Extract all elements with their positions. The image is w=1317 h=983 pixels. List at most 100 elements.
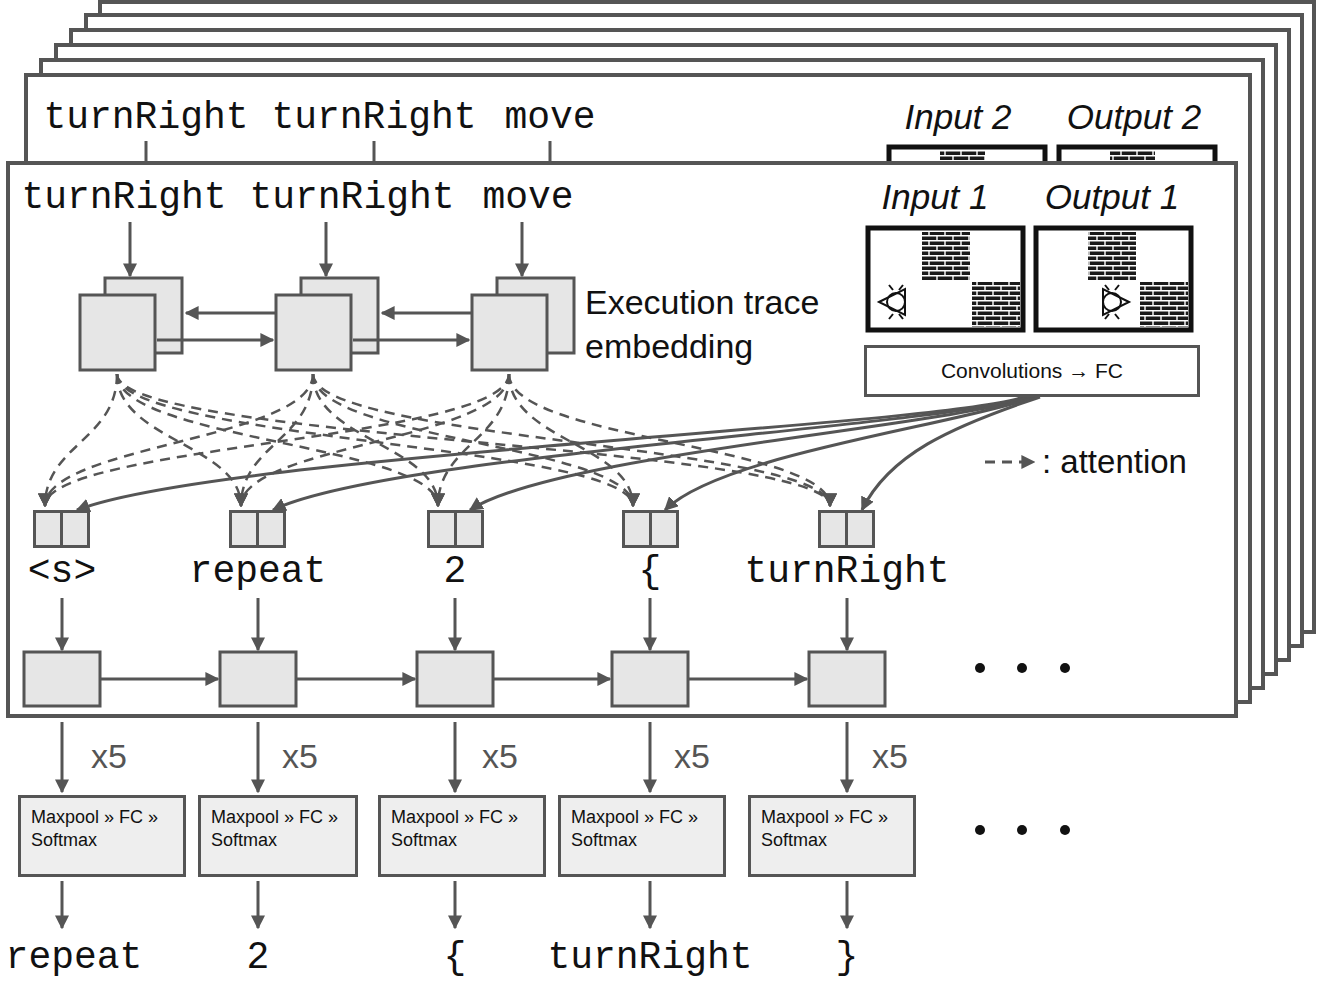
attention-arrows [117,374,830,506]
repeat-count: x5 [282,737,318,776]
code-token: move [482,176,573,220]
decoder-arrows [493,678,610,681]
input-vector [190,510,327,548]
repeat-count: x5 [482,737,518,776]
karel-grids [1088,232,1136,280]
output-head-box: Maxpool » FC » Softmax [748,795,916,877]
output-head-box: Maxpool » FC » Softmax [378,795,546,877]
output-arrows [257,881,260,928]
ellipsis-dots [975,825,985,835]
node-label: Maxpool » FC » Softmax [211,806,345,853]
attention-arrows [313,374,438,506]
forward-lstm-arrows [157,339,469,342]
ellipsis-dots [975,663,1070,835]
vector-cell [649,510,679,548]
decoder-arrows [296,678,415,681]
token-arrows [62,598,847,650]
attention-arrows [438,374,509,506]
karel-grids [1103,289,1129,315]
code-token: turnRight [43,96,248,140]
attention-arrows [241,374,509,506]
karel-grids [972,282,1020,327]
output-head-box: Maxpool » FC » Softmax [558,795,726,877]
karel-grids [1036,228,1191,330]
input-vector [622,510,679,548]
backward-lstm-arrows [186,312,276,315]
example-heading: Input 2 [904,97,1011,137]
pooling-arrows [257,722,260,792]
decoder-lstm-cells [809,652,885,706]
feature-arrow [470,397,1032,510]
node-label: 2 [427,551,484,593]
output-head-box: Maxpool » FC » Softmax [198,795,358,877]
output-arrows [649,881,652,928]
vector-cell [229,510,259,548]
decoder-input: turnRight [744,510,949,593]
token-arrows [61,598,64,650]
input-vector [28,510,96,548]
token-arrows [846,598,849,650]
vector-cell [845,510,875,548]
repeat-count: x5 [91,737,127,776]
input-vector [744,510,949,548]
code-token: { [444,936,467,980]
code-token: turnRight [249,176,454,220]
decoder-lstm-cells [24,652,885,706]
pooling-arrows [454,722,457,792]
forward-lstm-arrows [353,339,469,342]
node-label: Maxpool » FC » Softmax [391,806,533,853]
code-token: repeat [6,936,143,980]
ellipsis-dots [1060,825,1070,835]
decoder-input: 2 [427,510,484,593]
ellipsis-dots [975,663,985,673]
embedding-front-cells [276,295,351,370]
pooling-arrows [649,722,652,792]
karel-grids [1140,282,1188,327]
vector-cell [622,510,652,548]
node-label: Maxpool » FC » Softmax [31,806,173,853]
feature-arrow [665,397,1036,510]
node-label: <s> [28,551,96,593]
code-token: turnRight [21,176,226,220]
pooling-arrows [62,722,847,792]
decoder-input: repeat [190,510,327,593]
vector-cell [818,510,848,548]
legend-text: : attention [1042,443,1187,481]
node-label: Convolutions → FC [941,359,1123,383]
output-head-box: Maxpool » FC » Softmax [18,795,186,877]
node-label: Maxpool » FC » Softmax [761,806,903,853]
karel-grids [868,228,1191,330]
decoder-arrows [100,678,218,681]
decoder-arrows [688,678,807,681]
trace-arrows [130,222,522,276]
attention-arrows [117,374,438,506]
attention-arrows [45,374,509,506]
forward-lstm-arrows [157,339,273,342]
encoder-box: Convolutions → FC [864,345,1200,397]
trace-arrows [521,222,524,276]
example-heading: Output 1 [1045,177,1179,217]
output-arrows [61,881,64,928]
karel-grids [922,232,970,280]
embedding-front-cells [472,295,547,370]
embedding-front-cells [80,295,155,370]
decoder-lstm-cells [612,652,688,706]
repeat-count: x5 [872,737,908,776]
vector-cell [427,510,457,548]
decoder-input: { [622,510,679,593]
example-heading: Output 2 [1067,97,1201,137]
karel-grids [1105,285,1119,319]
component-label: Execution trace embedding [585,280,835,368]
vector-cell [33,510,63,548]
decoder-input: <s> [28,510,96,593]
decoder-lstm-cells [24,652,100,706]
token-arrows [454,598,457,650]
attention-arrows [313,374,830,506]
embedding-front-cells [80,295,547,370]
legend-sample-line [985,461,1034,464]
code-token: 2 [247,936,270,980]
ellipsis-dots [1060,663,1070,673]
node-label: repeat [190,551,327,593]
token-arrows [257,598,260,650]
feature-arrow [77,397,1024,510]
